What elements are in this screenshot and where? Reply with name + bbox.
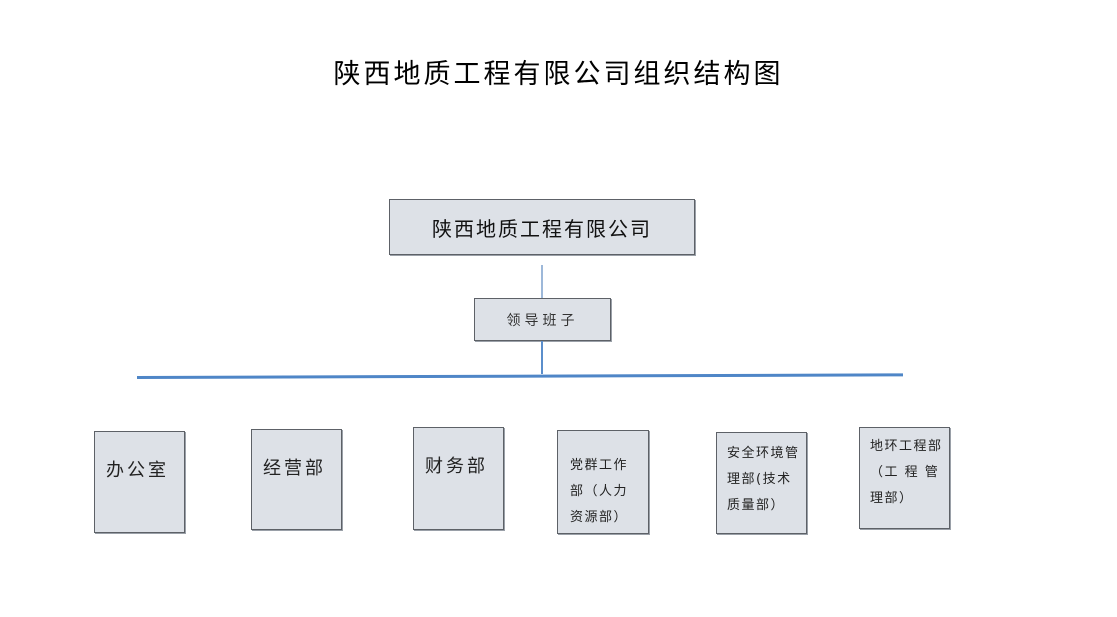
dept-finance: 财务部 <box>413 427 504 530</box>
leadership-label: 领导班子 <box>506 312 579 329</box>
dept-safety-line-3: 质量部） <box>727 498 786 513</box>
dept-geo-line-2: （工 程 管 <box>870 465 940 480</box>
dept-party-line-2: 部（人力 <box>570 484 629 499</box>
dept-party: 党群工作 部（人力 资源部） <box>557 430 649 534</box>
connector-company-leadership <box>541 265 543 298</box>
dept-business: 经营部 <box>251 429 342 530</box>
company-node: 陕西地质工程有限公司 <box>389 199 695 255</box>
dept-safety-label: 安全环境管 理部(技术 质量部） <box>727 441 800 519</box>
company-label: 陕西地质工程有限公司 <box>432 216 652 241</box>
dept-geo-line-1: 地环工程部 <box>870 439 943 454</box>
dept-safety-line-2: 理部(技术 <box>727 472 792 487</box>
dept-party-label: 党群工作 部（人力 资源部） <box>570 453 628 531</box>
dept-geo: 地环工程部 （工 程 管 理部） <box>859 427 950 529</box>
chart-title: 陕西地质工程有限公司组织结构图 <box>333 59 784 90</box>
dept-geo-label: 地环工程部 （工 程 管 理部） <box>870 434 943 512</box>
dept-business-label: 经营部 <box>263 458 326 479</box>
dept-safety: 安全环境管 理部(技术 质量部） <box>716 432 807 534</box>
leadership-node: 领导班子 <box>474 298 611 341</box>
department-bus-line <box>136 373 904 379</box>
connector-leadership-bus <box>541 341 543 374</box>
dept-party-line-1: 党群工作 <box>570 458 629 473</box>
dept-party-line-3: 资源部） <box>570 510 629 525</box>
dept-office: 办公室 <box>94 431 185 533</box>
dept-finance-label: 财务部 <box>425 456 488 477</box>
dept-office-label: 办公室 <box>106 460 169 481</box>
dept-safety-line-1: 安全环境管 <box>727 446 800 461</box>
dept-geo-line-3: 理部） <box>870 491 914 506</box>
